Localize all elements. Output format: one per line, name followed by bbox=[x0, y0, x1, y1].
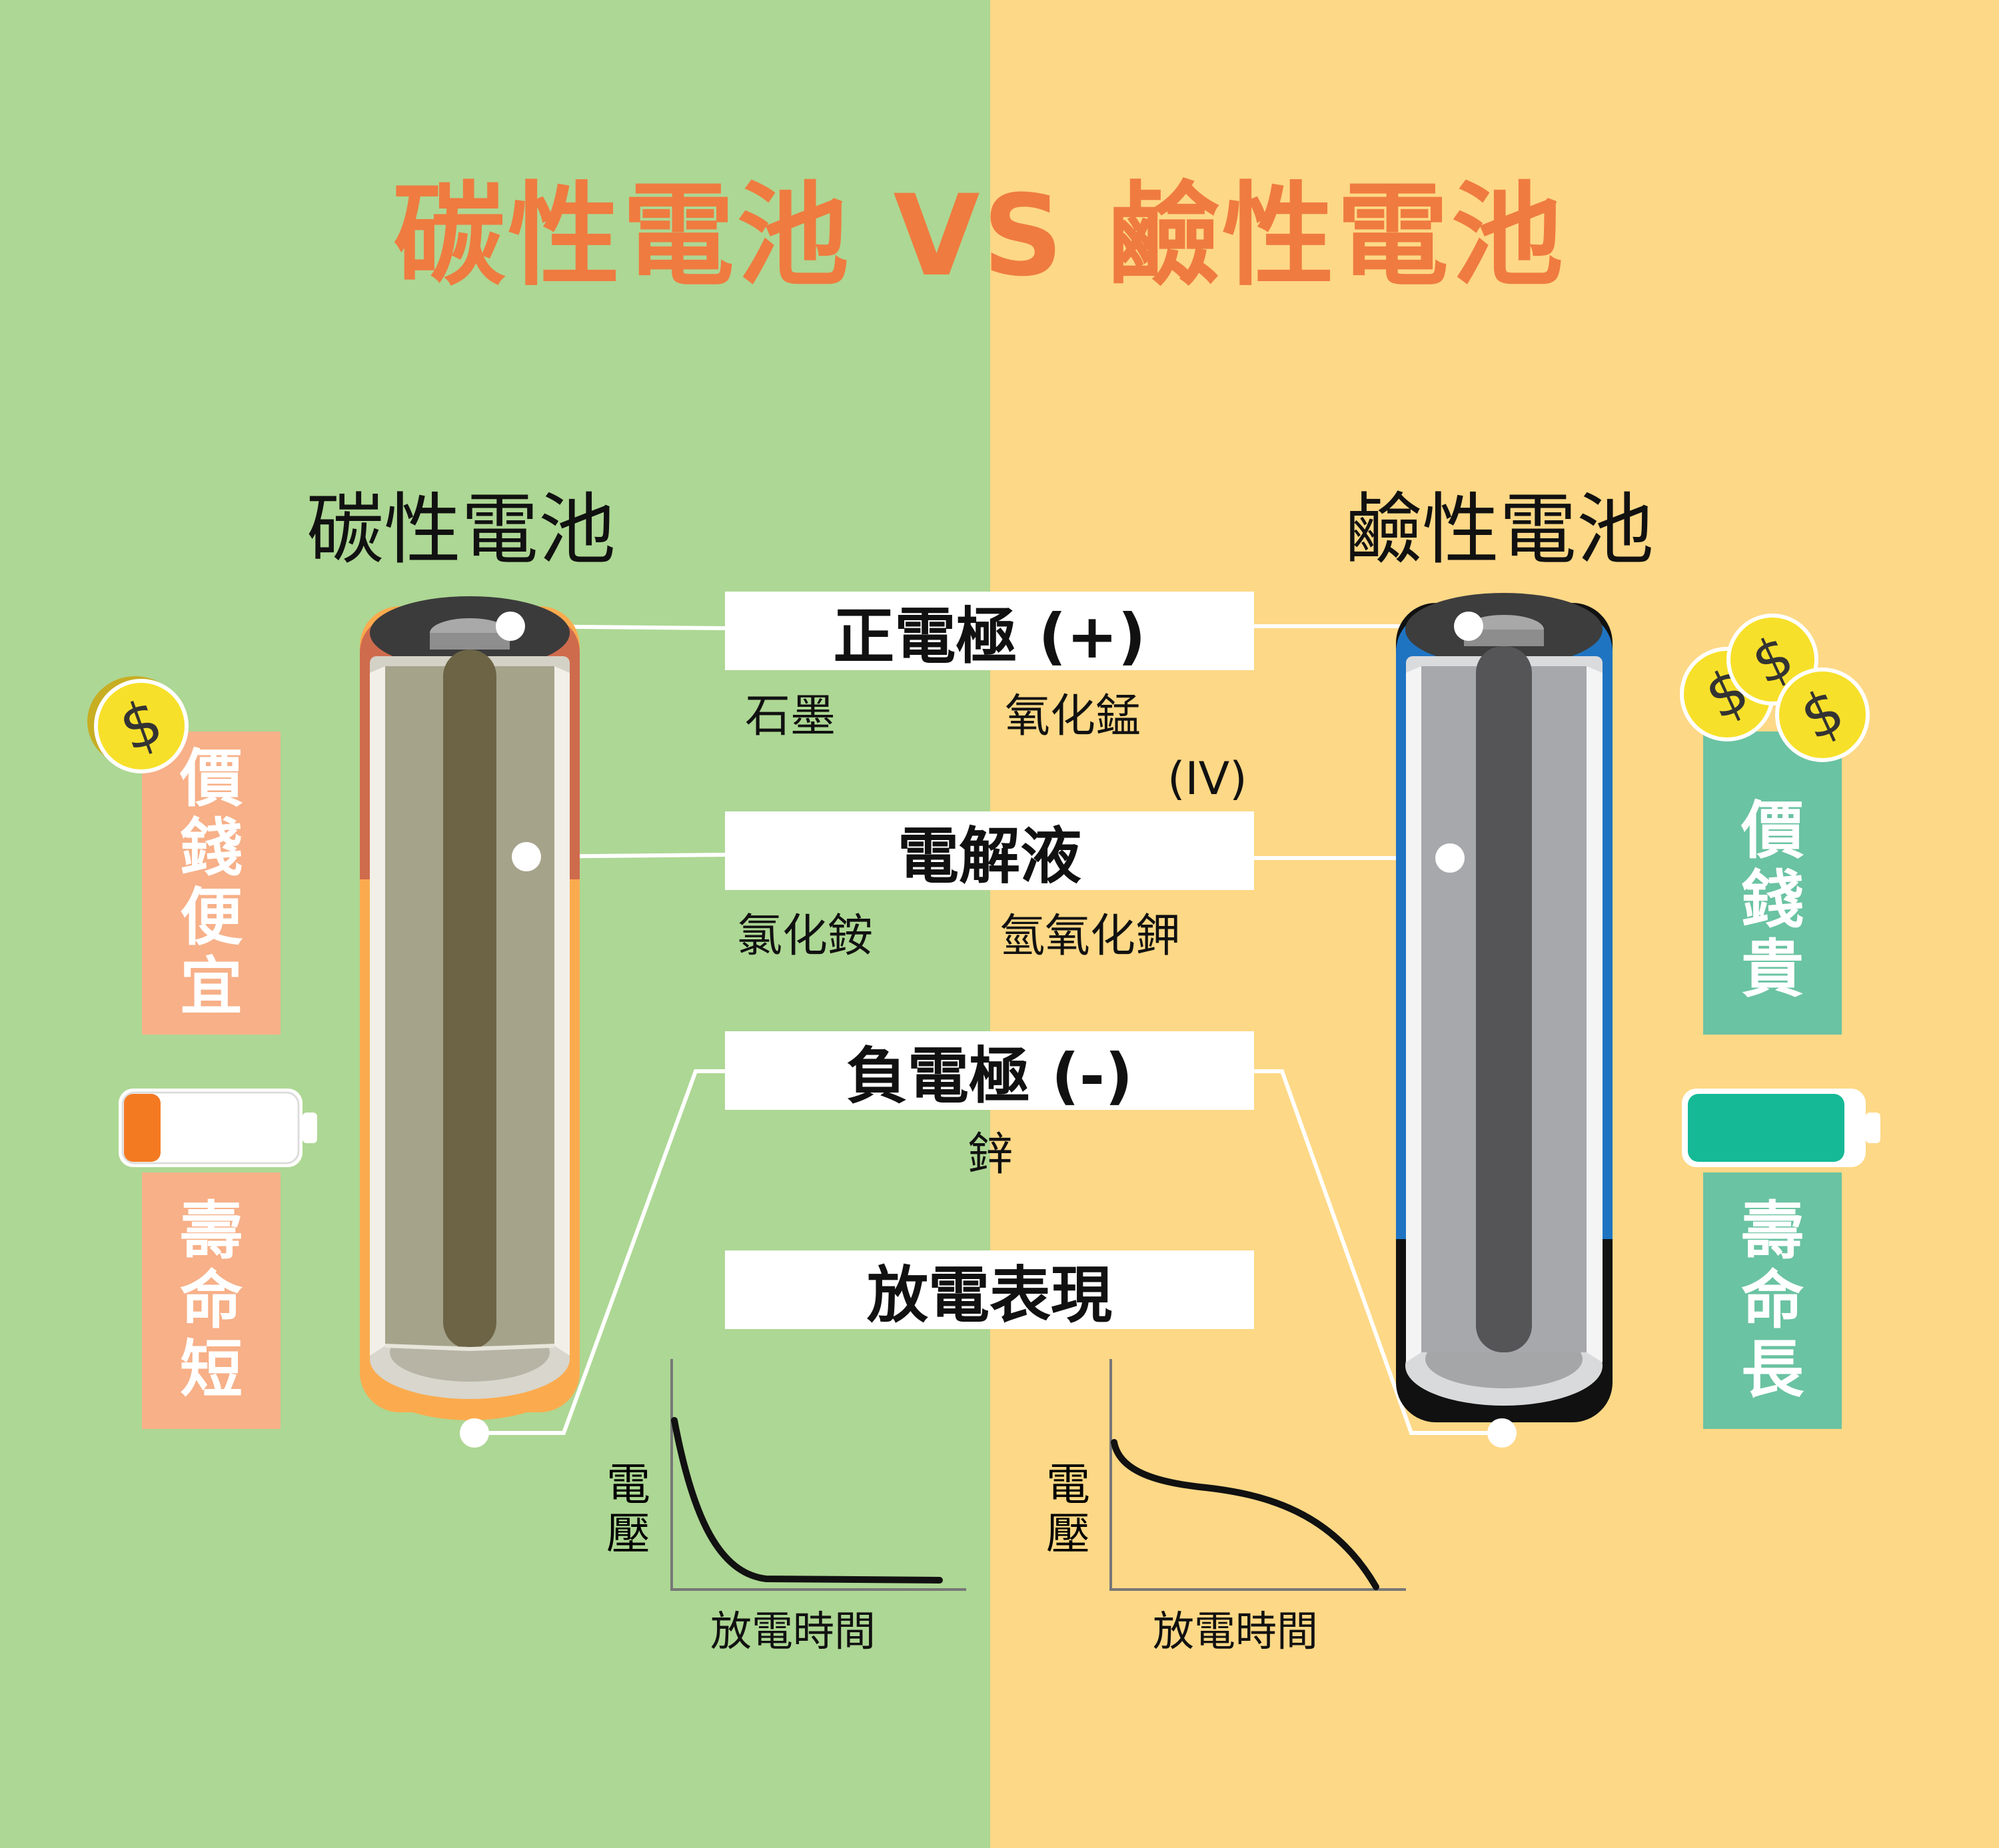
y-label-char: 壓 bbox=[606, 1508, 650, 1560]
carbon-price-text: 價 錢 便 宜 bbox=[142, 731, 281, 1035]
carbon-positive-material: 石墨 bbox=[745, 690, 836, 743]
y-label-char: 電 bbox=[606, 1459, 650, 1510]
alkaline-life-char: 壽 bbox=[1740, 1194, 1804, 1268]
carbon-life-panel bbox=[142, 1172, 281, 1429]
alkaline-battery bbox=[1396, 593, 1613, 1422]
alkaline-chart-axes bbox=[1109, 1359, 1406, 1591]
negative-material: 鋅 bbox=[968, 1129, 1013, 1181]
dollar-coin-icon: $ bbox=[87, 676, 189, 773]
alkaline-positive-note: (IV) bbox=[1167, 753, 1247, 805]
carbon-y-axis-label: 電 壓 bbox=[606, 1460, 650, 1559]
positive-electrode-label: 正電極 (+) bbox=[725, 592, 1254, 672]
y-label-char: 壓 bbox=[1046, 1508, 1090, 1560]
alkaline-price-text: 價 錢 貴 bbox=[1703, 766, 1842, 1035]
alkaline-voltage-curve bbox=[1111, 1439, 1379, 1590]
carbon-life-char: 壽 bbox=[179, 1194, 243, 1268]
electrolyte-label: 電解液 bbox=[725, 811, 1254, 892]
carbon-price-panel bbox=[142, 731, 281, 1035]
alkaline-price-panel bbox=[1703, 731, 1842, 1035]
alkaline-life-char: 命 bbox=[1740, 1264, 1804, 1337]
carbon-life-char: 短 bbox=[179, 1333, 243, 1406]
carbon-life-char: 命 bbox=[179, 1264, 243, 1337]
alkaline-price-char: 貴 bbox=[1740, 933, 1804, 1006]
discharge-performance-label: 放電表現 bbox=[725, 1250, 1254, 1331]
carbon-life-text: 壽 命 短 bbox=[142, 1172, 281, 1429]
page-title: 碳性電池 VS 鹼性電池 bbox=[393, 171, 1566, 301]
carbon-x-axis-label: 放電時間 bbox=[710, 1607, 876, 1655]
alkaline-x-axis-label: 放電時間 bbox=[1153, 1607, 1319, 1655]
negative-line-right bbox=[1254, 1069, 1502, 1435]
carbon-price-char: 便 bbox=[179, 881, 243, 954]
dollar-coin-icon: $ bbox=[1775, 668, 1870, 762]
carbon-electrolyte-material: 氯化銨 bbox=[737, 910, 874, 963]
battery-low-icon bbox=[119, 1089, 317, 1167]
alkaline-life-char: 長 bbox=[1740, 1333, 1804, 1406]
alkaline-price-char: 價 bbox=[1740, 794, 1804, 867]
carbon-price-char: 宜 bbox=[179, 950, 243, 1023]
carbon-price-char: 錢 bbox=[179, 811, 243, 885]
alkaline-y-axis-label: 電 壓 bbox=[1046, 1460, 1090, 1559]
negative-electrode-label: 負電極 (-) bbox=[725, 1031, 1254, 1112]
alkaline-price-char: 錢 bbox=[1740, 863, 1804, 937]
carbon-battery-name: 碳性電池 bbox=[307, 485, 616, 575]
carbon-voltage-curve bbox=[671, 1417, 943, 1584]
carbon-discharge-chart bbox=[670, 1359, 966, 1591]
alkaline-life-panel bbox=[1703, 1172, 1842, 1429]
negative-line-left bbox=[474, 1069, 725, 1435]
connector-dots bbox=[460, 612, 1517, 1448]
alkaline-positive-material: 氧化錳 bbox=[1005, 690, 1141, 743]
alkaline-discharge-chart bbox=[1109, 1359, 1406, 1591]
battery-full-icon bbox=[1682, 1089, 1880, 1167]
alkaline-life-text: 壽 命 長 bbox=[1703, 1172, 1842, 1429]
alkaline-battery-name: 鹼性電池 bbox=[1345, 485, 1654, 575]
carbon-price-char: 價 bbox=[179, 742, 243, 815]
carbon-battery bbox=[360, 596, 580, 1420]
carbon-chart-axes bbox=[670, 1359, 966, 1591]
y-label-char: 電 bbox=[1046, 1459, 1090, 1510]
alkaline-electrolyte-material: 氫氧化鉀 bbox=[1000, 910, 1181, 963]
